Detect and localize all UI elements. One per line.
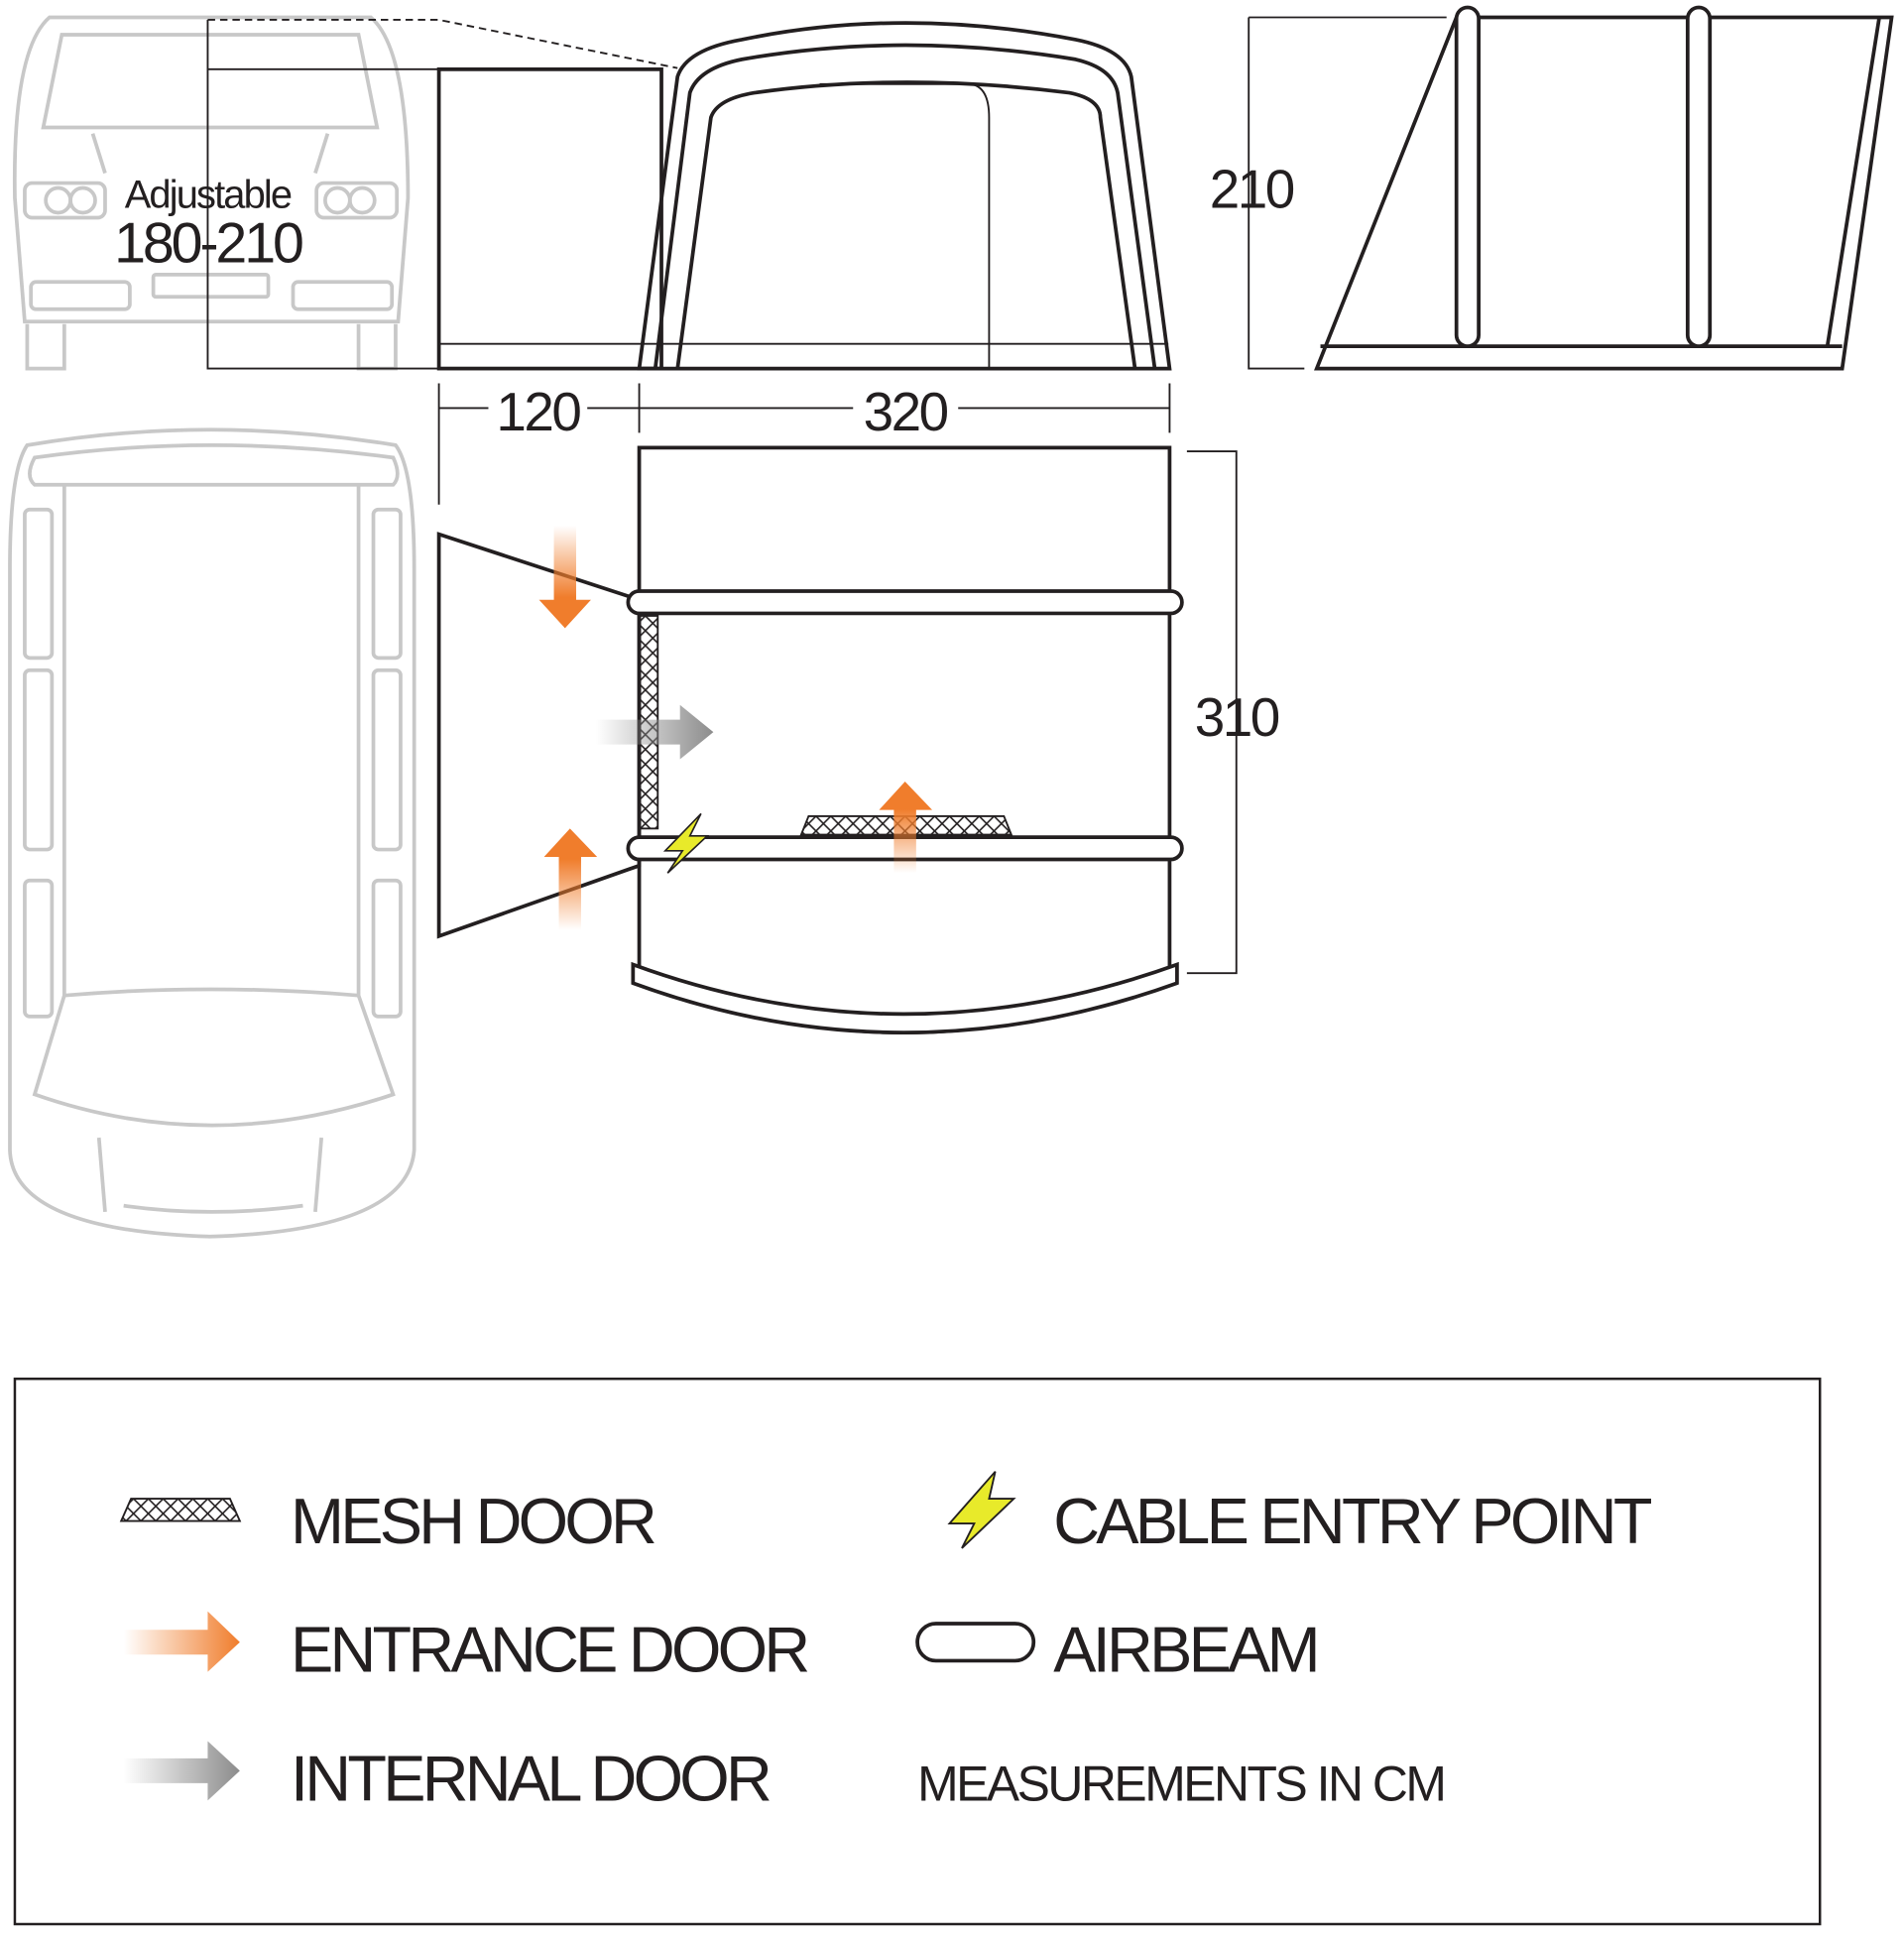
legend-mesh-door: MESH DOOR [291,1485,654,1557]
legend-internal-door: INTERNAL DOOR [291,1742,770,1814]
internal-door-arrow-icon [595,704,714,760]
dimension-main-width: 320 [864,381,948,442]
van-top-view [8,427,416,1239]
entrance-arrow-icon [879,781,933,874]
dimension-annex-width: 120 [496,381,580,442]
tent-front-elevation [436,21,1172,371]
legend-cable-entry: CABLE ENTRY POINT [1053,1485,1652,1557]
lightning-icon [947,1471,1016,1549]
orange-arrow-icon [123,1611,240,1672]
tent-floor-plan [436,445,1184,1034]
entrance-arrow-icon [543,828,598,930]
legend: MESH DOOR ENTRANCE DOOR INTERNAL DOOR CA… [13,1377,1822,1926]
legend-airbeam: AIRBEAM [1053,1614,1317,1686]
adjustable-label: Adjustable [125,174,292,217]
cable-entry-lightning-icon [662,812,710,874]
dimension-depth: 310 [1195,686,1279,748]
grey-arrow-icon [123,1741,240,1801]
entrance-arrow-icon [538,525,591,629]
dimension-height: 210 [1210,159,1294,220]
airbeam-icon [915,1622,1036,1663]
tent-side-elevation [1248,5,1894,371]
mesh-icon [119,1498,242,1522]
van-rear-view [12,15,411,371]
legend-entrance-door: ENTRANCE DOOR [291,1614,807,1686]
adjustable-range: 180-210 [114,211,302,275]
measurements-note: MEASUREMENTS IN CM [917,1756,1444,1811]
